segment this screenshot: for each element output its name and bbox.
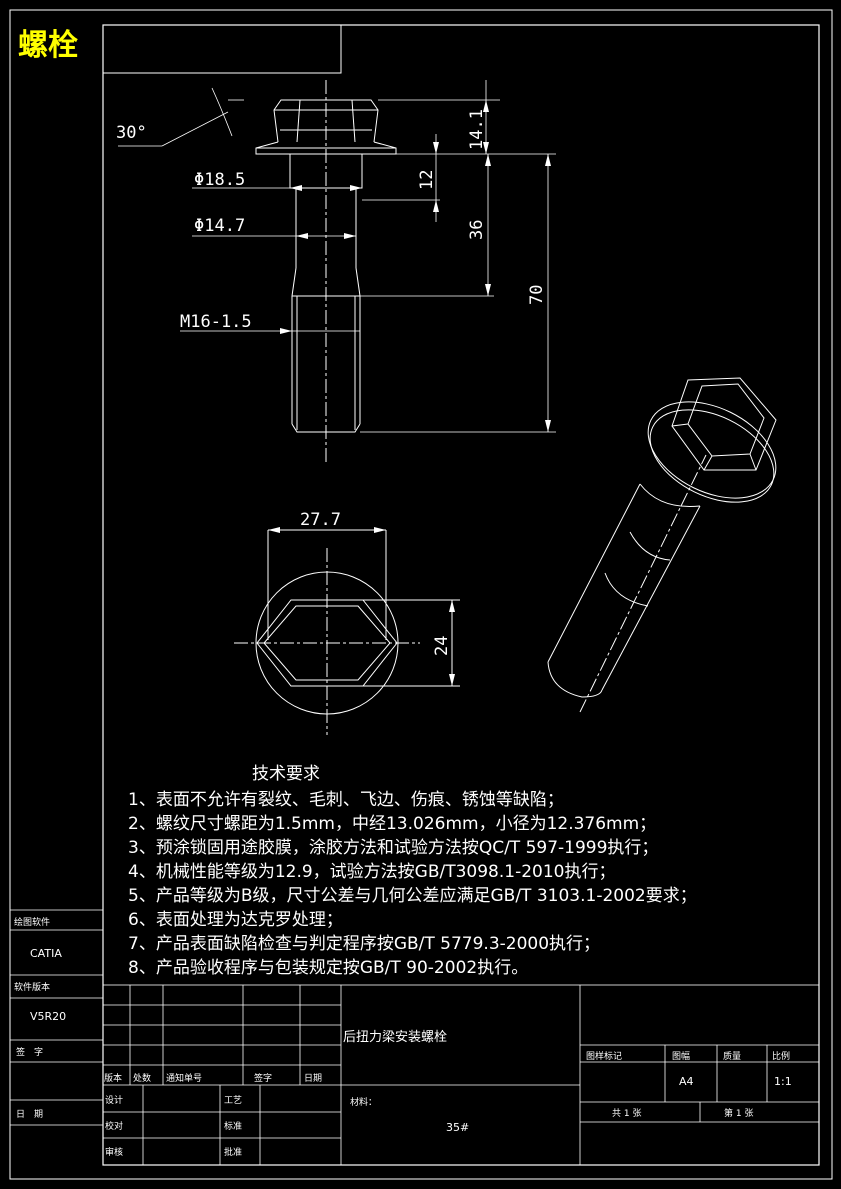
rev-header: 日期 bbox=[304, 1074, 323, 1084]
drawing-title: 螺栓 bbox=[18, 28, 78, 63]
iso-neck bbox=[639, 483, 701, 508]
scale-label: 比例 bbox=[772, 1052, 791, 1062]
dim-flange-len-text: 12 bbox=[417, 170, 437, 190]
rev-header: 通知单号 bbox=[166, 1074, 203, 1084]
total-sheets: 共 1 张 bbox=[612, 1109, 642, 1119]
iso-hex-top bbox=[687, 383, 765, 457]
dim-shank-dia: Φ14.7 bbox=[194, 216, 245, 236]
rev-header: 版本 bbox=[104, 1074, 123, 1084]
end-arrowheads bbox=[268, 527, 455, 686]
role-review: 审核 bbox=[105, 1148, 124, 1158]
iso-shank-left bbox=[547, 483, 641, 663]
side-view bbox=[255, 80, 397, 465]
dim-across-corners-text: 27.7 bbox=[300, 510, 341, 530]
role-check: 校对 bbox=[105, 1122, 124, 1132]
version-value: V5R20 bbox=[30, 1010, 67, 1023]
rev-header: 处数 bbox=[133, 1074, 152, 1084]
weight-label: 质量 bbox=[723, 1052, 742, 1062]
dim-head-height-text: 14.1 bbox=[467, 109, 487, 150]
dim-shank-len-text: 36 bbox=[467, 220, 487, 240]
role-process: 工艺 bbox=[224, 1096, 243, 1106]
tech-item: 1、表面不允许有裂纹、毛刺、飞边、伤痕、锈蚀等缺陷； bbox=[128, 790, 564, 810]
sheet-size-label: 图幅 bbox=[672, 1052, 691, 1062]
hex-edge bbox=[296, 99, 301, 143]
title-block-lines bbox=[10, 909, 820, 1166]
iso-flange-edge bbox=[649, 409, 775, 503]
material-value: 35# bbox=[446, 1121, 470, 1134]
angle-arc bbox=[211, 87, 233, 137]
role-approve: 批准 bbox=[224, 1148, 243, 1158]
thread-chamfer bbox=[291, 423, 361, 433]
tech-item: 6、表面处理为达克罗处理； bbox=[128, 910, 343, 930]
flange-circle bbox=[255, 571, 399, 715]
tech-item: 7、产品表面缺陷检查与判定程序按GB/T 5779.3-2000执行； bbox=[128, 934, 601, 954]
iso-shank-right bbox=[601, 505, 701, 691]
hex-head-outline bbox=[273, 99, 379, 143]
tech-item: 5、产品等级为B级，尺寸公差与几何公差应满足GB/T 3103.1-2002要求… bbox=[128, 886, 697, 906]
tech-item: 4、机械性能等级为12.9，试验方法按GB/T3098.1-2010执行； bbox=[128, 862, 616, 882]
tech-item: 8、产品验收程序与包装规定按GB/T 90-2002执行。 bbox=[128, 958, 529, 978]
angle-leader bbox=[161, 111, 229, 147]
hex-edge bbox=[351, 99, 356, 143]
software-value: CATIA bbox=[30, 947, 62, 960]
iso-axis bbox=[579, 454, 707, 713]
dim-angle: 30° bbox=[116, 123, 147, 143]
dim-total-len-text: 70 bbox=[527, 285, 547, 305]
end-view bbox=[234, 529, 460, 735]
flange-outline bbox=[255, 141, 397, 155]
date-label: 日 期 bbox=[16, 1110, 44, 1120]
hex-chamfer bbox=[263, 605, 391, 681]
iso-tip bbox=[547, 661, 603, 698]
iso-thread-start bbox=[604, 572, 649, 607]
sheet-number: 第 1 张 bbox=[724, 1109, 754, 1119]
tech-heading: 技术要求 bbox=[252, 764, 320, 784]
dim-flange-dia: Φ18.5 bbox=[194, 170, 245, 190]
thread-transition-right bbox=[355, 267, 361, 297]
iso-shank-ring bbox=[629, 531, 671, 561]
arrowheads bbox=[280, 100, 551, 432]
material-label: 材料： bbox=[350, 1098, 378, 1108]
inner-frame bbox=[102, 24, 820, 1166]
outer-frame bbox=[9, 9, 833, 1180]
side-dimensions bbox=[118, 80, 556, 433]
sign-label: 签 字 bbox=[16, 1048, 44, 1058]
version-label: 软件版本 bbox=[14, 983, 51, 993]
iso-view bbox=[547, 377, 777, 713]
hex-outline bbox=[256, 599, 398, 687]
rev-header: 签字 bbox=[254, 1074, 273, 1084]
iso-flange bbox=[647, 401, 777, 499]
part-name: 后扭力梁安装螺栓 bbox=[343, 1030, 448, 1045]
drawing-no-box bbox=[102, 24, 342, 74]
role-standard: 标准 bbox=[224, 1122, 243, 1132]
role-design: 设计 bbox=[105, 1096, 124, 1106]
dim-thread: M16-1.5 bbox=[180, 312, 252, 332]
scale-value: 1:1 bbox=[774, 1075, 792, 1088]
tech-item: 2、螺纹尺寸螺距为1.5mm，中经13.026mm，小径为12.376mm； bbox=[128, 814, 657, 834]
dim-across-flats-text: 24 bbox=[432, 636, 452, 656]
sheet-size-value: A4 bbox=[679, 1075, 694, 1088]
thread-transition-left bbox=[291, 267, 297, 297]
software-label: 绘图软件 bbox=[14, 918, 51, 928]
tech-item: 3、预涂锁固用途胶膜，涂胶方法和试验方法按QC/T 597-1999执行； bbox=[128, 838, 659, 858]
drawing-mark-label: 图样标记 bbox=[586, 1052, 623, 1062]
